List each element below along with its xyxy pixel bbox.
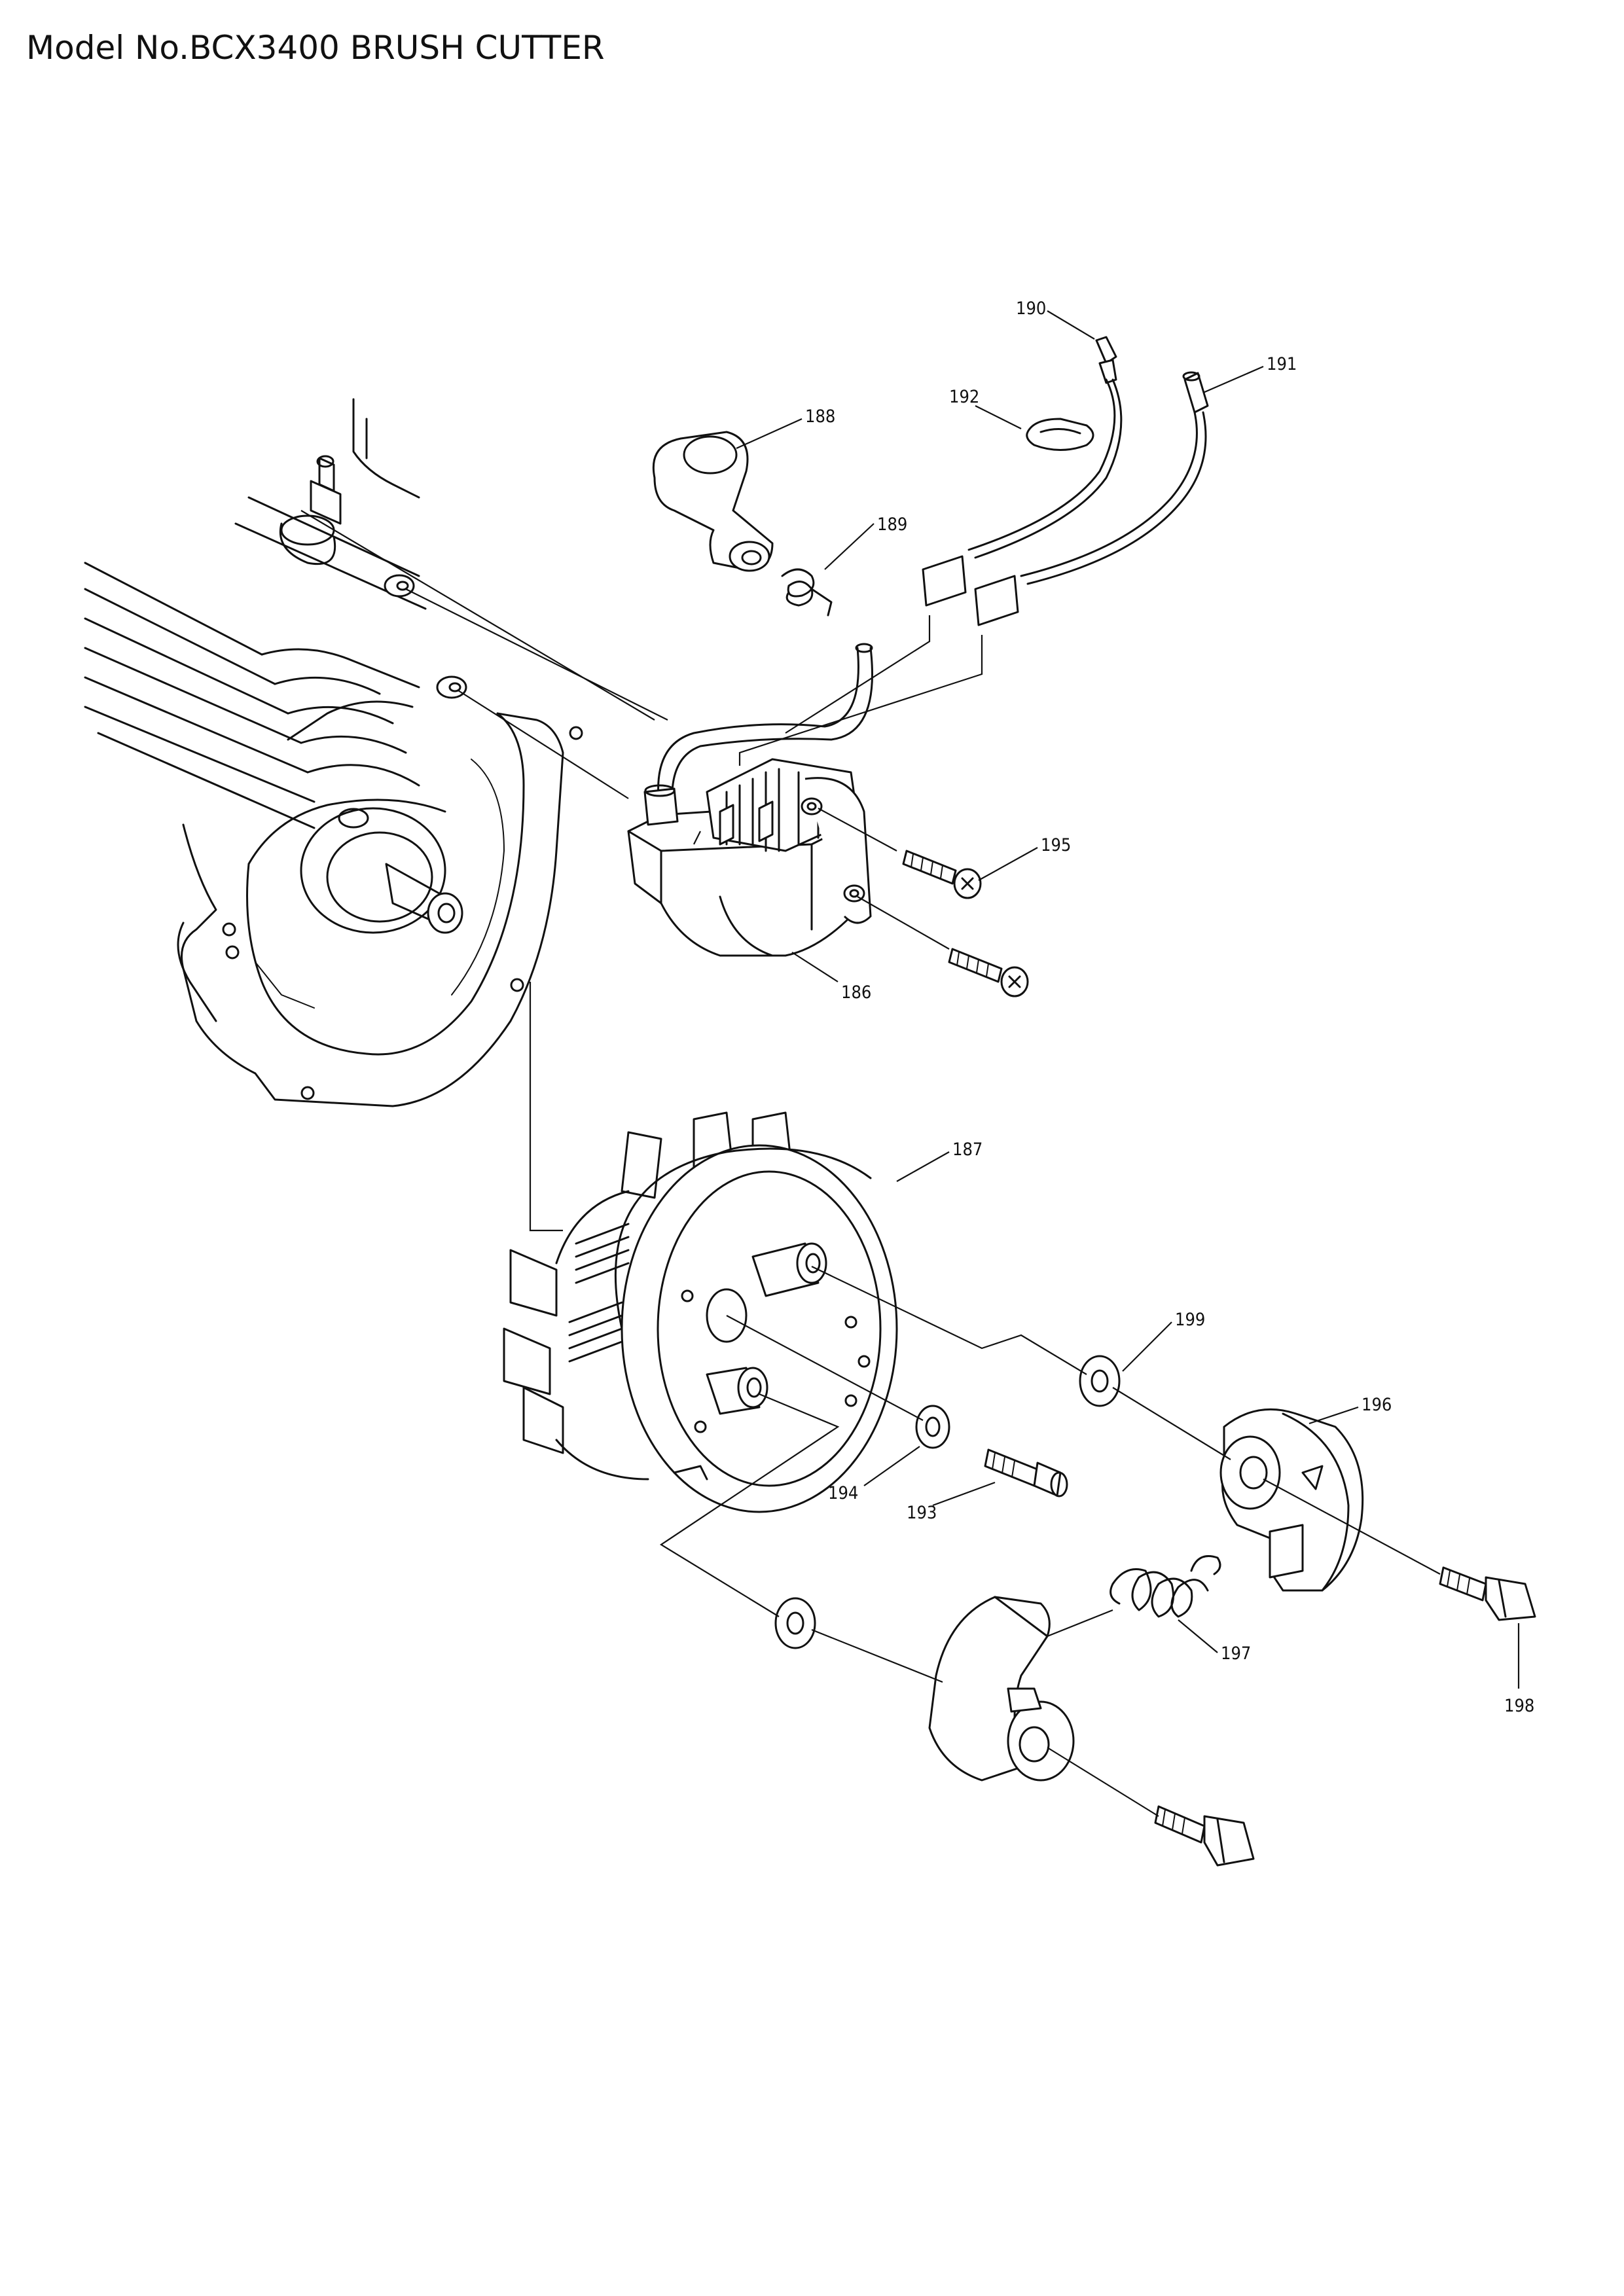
flywheel-187	[503, 1111, 898, 1513]
screw-195-upper	[902, 850, 982, 899]
label-186: 186	[841, 982, 871, 1003]
washer-194	[915, 1405, 950, 1449]
wire-191	[974, 371, 1209, 626]
washer-199	[1079, 1355, 1121, 1407]
label-190: 190	[1016, 298, 1046, 319]
engine-crankcase-drawing	[84, 398, 583, 1107]
label-191: 191	[1267, 354, 1297, 374]
label-199: 199	[1175, 1310, 1205, 1330]
washer-lower	[774, 1597, 816, 1649]
spring-197	[1110, 1555, 1221, 1618]
bolt-193	[984, 1448, 1068, 1498]
bolt-198	[1439, 1566, 1536, 1621]
label-196: 196	[1362, 1395, 1392, 1415]
label-198: 198	[1504, 1696, 1534, 1716]
bolt-lower	[1154, 1805, 1255, 1867]
assembly-lines	[300, 510, 1441, 1817]
label-194: 194	[828, 1483, 858, 1503]
label-188: 188	[805, 406, 835, 427]
label-193: 193	[907, 1503, 937, 1523]
spring-189	[781, 568, 833, 617]
ignition-coil-186	[627, 643, 873, 957]
screw-195-lower	[948, 948, 1029, 997]
clutch-shoe-lower	[928, 1596, 1075, 1782]
label-189: 189	[877, 514, 907, 535]
clutch-shoe-196	[1219, 1408, 1364, 1592]
leader-lines	[736, 310, 1520, 1689]
grommet-192	[1026, 418, 1094, 451]
part-labels: 190 191 192 188 189 195 186 187 199 196 …	[805, 298, 1534, 1716]
label-195: 195	[1041, 835, 1071, 855]
label-187: 187	[952, 1139, 983, 1160]
wire-190	[922, 336, 1123, 607]
label-192: 192	[949, 387, 979, 407]
page-title: Model No.BCX3400 BRUSH CUTTER	[26, 29, 605, 67]
label-197: 197	[1221, 1643, 1251, 1664]
plug-cap-188	[652, 431, 774, 572]
